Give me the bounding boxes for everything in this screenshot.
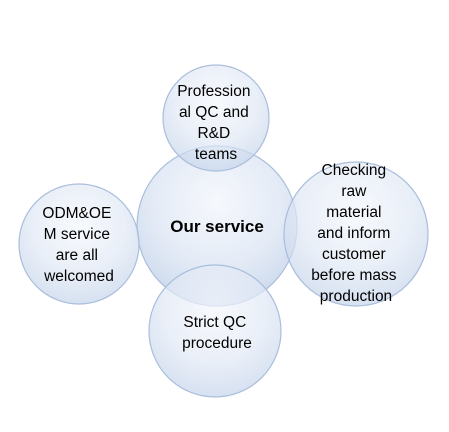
top-label-line: R&D: [197, 125, 230, 142]
top-label: Profession al QC and R&D teams: [177, 83, 255, 163]
top-label-line: al QC and: [179, 104, 249, 121]
bottom-label: Strict QC procedure: [182, 314, 252, 352]
right-label-line: material: [326, 204, 381, 221]
left-label-line: welcomed: [43, 268, 114, 285]
right-label-line: raw: [341, 183, 367, 200]
left-circle: [18, 183, 140, 305]
top-label-line: Profession: [177, 83, 250, 100]
bottom-label-line: Strict QC: [183, 314, 246, 331]
right-label-line: before mass: [311, 267, 397, 284]
bottom-label-line: procedure: [182, 335, 252, 352]
right-label-line: Checking: [322, 162, 387, 179]
bottom-circle: [148, 264, 282, 398]
left-label-line: ODM&OE: [42, 205, 111, 222]
center-label: Our service: [170, 217, 264, 236]
top-circle: [162, 64, 270, 172]
left-label: ODM&OE M service are all welcomed: [42, 205, 115, 285]
left-label-line: M service: [44, 226, 110, 243]
right-circle: [283, 161, 429, 307]
right-label-line: customer: [322, 246, 386, 263]
right-label-line: and inform: [317, 225, 390, 242]
left-label-line: are all: [56, 247, 98, 264]
right-label: Checking raw material and inform custome…: [311, 162, 401, 305]
top-label-line: teams: [195, 146, 237, 163]
right-label-line: production: [320, 288, 392, 305]
